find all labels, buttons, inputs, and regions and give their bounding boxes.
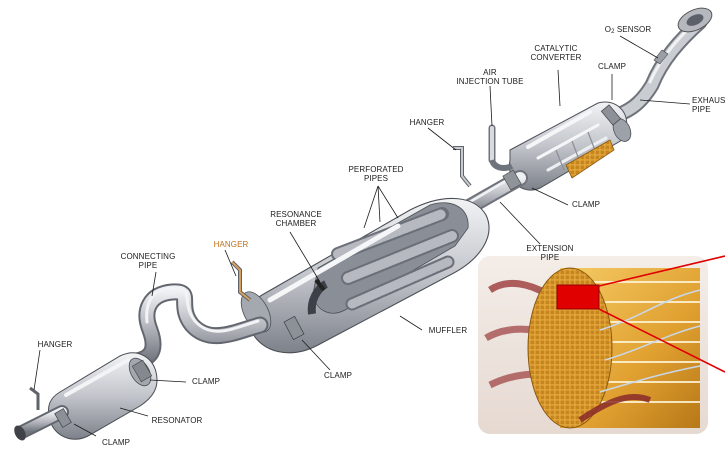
extension-pipe-label: EXTENSION PIPE <box>520 244 580 262</box>
clamp-muffler-label: CLAMP <box>318 371 358 380</box>
o2-sensor-label: O2 SENSOR <box>598 25 658 37</box>
upper-hanger <box>453 148 470 186</box>
air-injection-tube-label: AIR INJECTION TUBE <box>452 68 528 86</box>
exhaust-pipe-label: EXHAUST PIPE <box>692 96 725 114</box>
catalytic-converter-label: CATALYTIC CONVERTER <box>520 44 592 62</box>
hanger-upper-label: HANGER <box>402 118 452 127</box>
hanger-left-label: HANGER <box>30 340 80 349</box>
resonance-chamber-label: RESONANCE CHAMBER <box>258 210 334 228</box>
highlight-box <box>557 285 599 309</box>
muffler-label: MUFFLER <box>420 326 476 335</box>
resonator-label: RESONATOR <box>144 416 210 425</box>
hanger-middle-label: HANGER <box>206 240 256 249</box>
clamp-mid-right-label: CLAMP <box>566 200 606 209</box>
clamp-top-label: CLAMP <box>592 62 632 71</box>
catalyst-inset <box>478 256 725 434</box>
air-injection-tube <box>492 128 512 168</box>
clamp-bottom-label: CLAMP <box>96 438 136 447</box>
perforated-pipes-label: PERFORATED PIPES <box>340 165 412 183</box>
connecting-pipe-label: CONNECTING PIPE <box>110 252 186 270</box>
connecting-pipe <box>130 288 260 362</box>
clamp-resonator-label: CLAMP <box>186 377 226 386</box>
